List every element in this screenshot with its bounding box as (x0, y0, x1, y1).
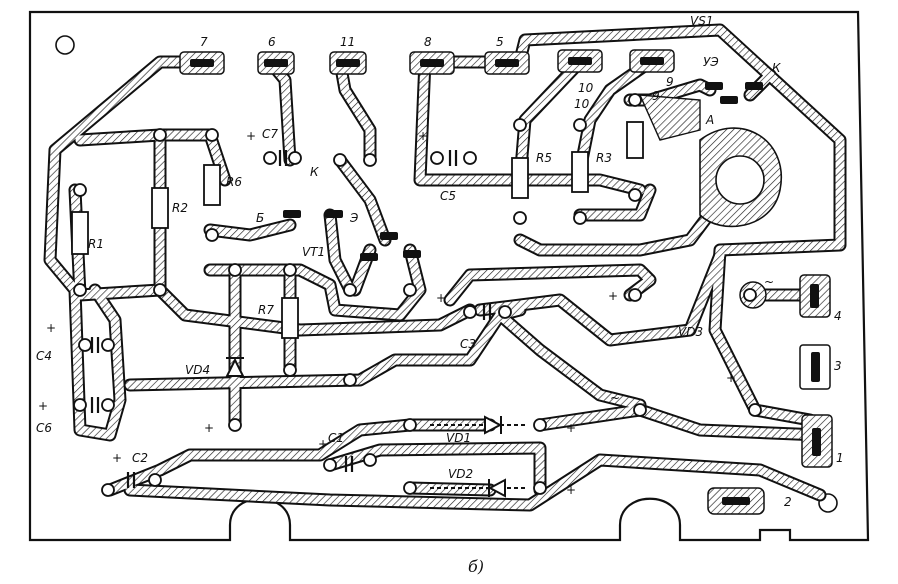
label-vd2: VD2 (448, 467, 473, 481)
plus-c4: + (46, 321, 56, 335)
label-c6: C6 (36, 421, 52, 435)
label-terminal-5: 5 (496, 35, 504, 49)
label-terminal-9b: 9 (652, 89, 660, 103)
thyristor-anode-tab (638, 94, 701, 141)
label-terminal-11: 11 (340, 35, 355, 49)
plus-c2: + (112, 451, 122, 465)
label-terminal-6: 6 (268, 35, 276, 49)
label-r6: R6 (226, 175, 242, 189)
plus-near-vd3: + (608, 289, 618, 303)
label-terminal-4: 4 (834, 309, 842, 323)
ac-mark-bottom: ~ (610, 391, 620, 405)
plus-c5: + (418, 129, 428, 143)
label-c4: C4 (36, 349, 52, 363)
resistor-r3-body (571, 151, 589, 193)
label-r7: R7 (258, 303, 274, 317)
resistor-r7-body (281, 297, 299, 339)
label-terminal-10: 10 (578, 81, 594, 95)
pad-slots (190, 57, 821, 505)
diode-symbols (225, 357, 525, 498)
label-vs1-a: А (705, 113, 714, 127)
plus-c1: + (318, 437, 328, 451)
resistor-r5-body (511, 157, 529, 199)
label-r3: R3 (596, 151, 612, 165)
mounting-hole-top-left (55, 35, 75, 55)
plus-c7: + (246, 129, 256, 143)
terminal-labels: 1 2 3 4 5 6 7 8 9 10 11 10 9 (200, 35, 844, 509)
component-pads (73, 93, 762, 497)
label-vd1: VD1 (446, 431, 471, 445)
label-vd3: VD3 (678, 325, 703, 339)
plus-right: + (726, 371, 736, 385)
label-terminal-7: 7 (200, 35, 208, 49)
ac-mark-top: ~ (764, 275, 774, 289)
resistor-r6-body (203, 164, 221, 206)
plus-vd1: + (566, 421, 576, 435)
component-bodies (71, 121, 644, 339)
label-vs1-ue: УЭ (703, 55, 719, 69)
label-terminal-9: 9 (666, 75, 674, 89)
label-c1: C1 (328, 431, 344, 445)
resistor-r1-body (71, 211, 89, 255)
thyristor-center-hole (715, 155, 765, 205)
label-vt1: VT1 (302, 245, 325, 259)
resistor-r2-body (151, 187, 169, 229)
component-labels: R1 R2 R3 R5 R6 R7 C1 C2 C3 C4 C5 C6 C7 V… (36, 14, 713, 481)
label-terminal-10b: 10 (574, 97, 590, 111)
pin-labels: К А УЭ К Б Э (256, 55, 781, 225)
plus-c6: + (38, 399, 48, 413)
label-c7: C7 (262, 127, 278, 141)
label-vs1-k: К (772, 61, 781, 75)
label-r5: R5 (536, 151, 552, 165)
label-vt1-k: К (310, 165, 319, 179)
label-c2: C2 (132, 451, 148, 465)
label-c5: C5 (440, 189, 456, 203)
label-terminal-1: 1 (836, 451, 844, 465)
label-terminal-8: 8 (424, 35, 432, 49)
plus-c3: + (436, 291, 446, 305)
label-terminal-3: 3 (834, 359, 842, 373)
label-vt1-e: Э (349, 211, 359, 225)
label-vs1: VS1 (690, 14, 713, 28)
label-vd4: VD4 (185, 363, 210, 377)
label-c3: C3 (460, 337, 476, 351)
resistor-extra-body (626, 121, 644, 159)
polarity-marks: + + + + + + + + + + + + ~ ~ (38, 129, 774, 497)
figure-caption: б) (468, 557, 484, 576)
label-r1: R1 (88, 237, 104, 251)
plus-vd4: + (204, 421, 214, 435)
plus-vd2: + (566, 483, 576, 497)
capacitor-symbols (90, 150, 492, 488)
label-terminal-2: 2 (784, 495, 792, 509)
label-r2: R2 (172, 201, 188, 215)
label-vt1-b: Б (256, 211, 264, 225)
